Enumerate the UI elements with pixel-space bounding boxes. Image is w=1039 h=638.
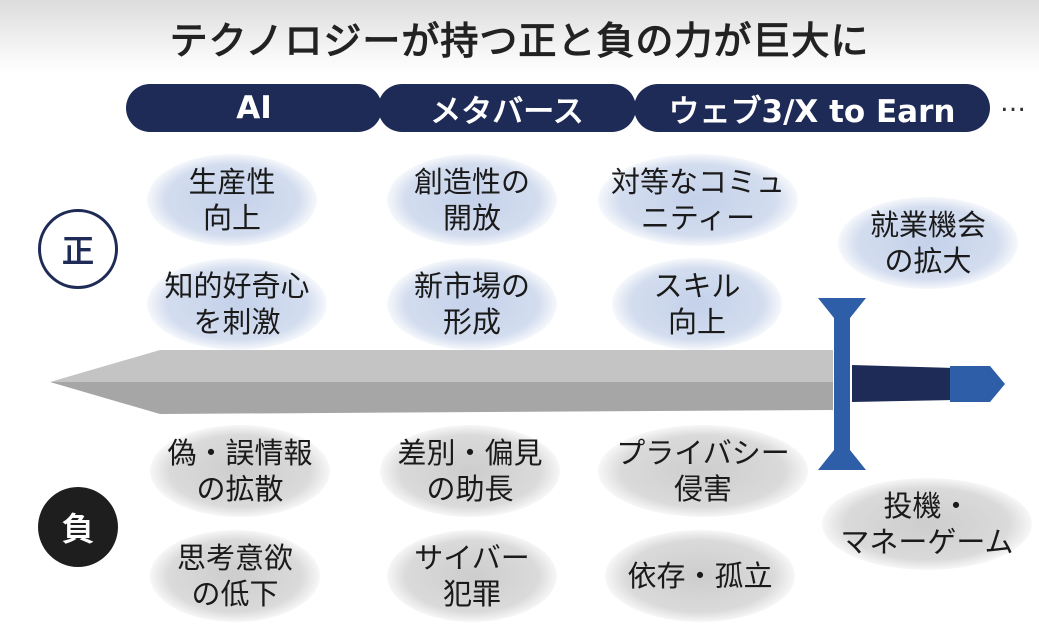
positive-effect-creativity: 創造性の 開放 <box>387 154 557 246</box>
page-title: テクノロジーが持つ正と負の力が巨大に <box>169 19 870 63</box>
title-band <box>0 0 1039 74</box>
positive-badge: 正 <box>38 209 118 289</box>
negative-effect-cybercrime: サイバー 犯罪 <box>387 530 557 622</box>
positive-effect-curiosity: 知的好奇心 を刺激 <box>147 258 327 350</box>
negative-effect-speculation: 投機・ マネーゲーム <box>822 478 1032 570</box>
positive-effect-new-market: 新市場の 形成 <box>387 258 557 350</box>
sword-guard <box>818 298 866 470</box>
positive-effect-productivity: 生産性 向上 <box>147 154 317 246</box>
positive-effect-skills: スキル 向上 <box>612 258 782 350</box>
negative-effect-privacy: プライバシー 侵害 <box>598 425 808 517</box>
negative-effect-thinking: 思考意欲 の低下 <box>150 530 320 622</box>
category-pill-ai: AI <box>126 84 382 132</box>
negative-effect-misinformation: 偽・誤情報 の拡散 <box>150 425 330 517</box>
sword-blade-bottom <box>50 382 833 414</box>
negative-effect-discrimination: 差別・偏見 の助長 <box>380 425 560 517</box>
category-pill-metaverse: メタバース <box>378 84 636 132</box>
sword-pommel <box>950 366 1005 402</box>
positive-effect-employment: 就業機会 の拡大 <box>838 197 1018 289</box>
negative-badge: 負 <box>38 487 118 567</box>
sword-grip <box>852 365 955 402</box>
category-pill-web3: ウェブ3/X to Earn <box>634 84 990 132</box>
more-ellipsis: … <box>1000 88 1026 118</box>
negative-effect-dependency: 依存・孤立 <box>605 530 795 622</box>
sword-blade-top <box>50 350 833 382</box>
positive-effect-community: 対等なコミュ ニティー <box>598 154 798 246</box>
